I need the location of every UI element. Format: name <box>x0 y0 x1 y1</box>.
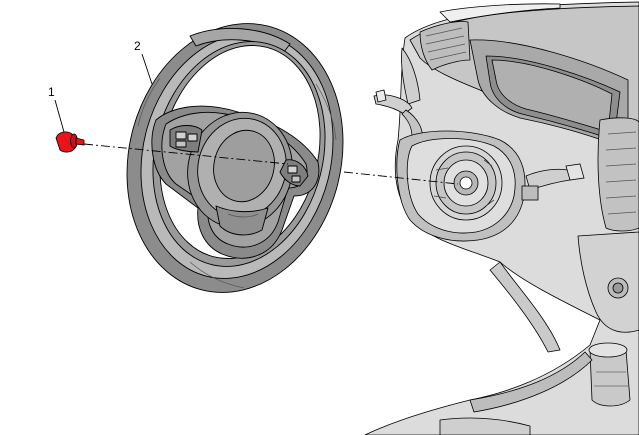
callout-2-leader <box>141 53 153 85</box>
callout-number-1: 1 <box>48 85 55 99</box>
assembly-centerline <box>83 143 289 165</box>
assembly-centerline-continued <box>343 171 459 185</box>
steering-wheel <box>126 23 344 293</box>
callout-1-leader <box>54 99 65 133</box>
steering-column <box>373 89 585 242</box>
callout-number-2: 2 <box>134 39 141 53</box>
bolt-shank <box>75 137 85 146</box>
callout-1: 1 <box>48 85 65 133</box>
callout-2: 2 <box>134 39 153 85</box>
bolt <box>55 131 85 153</box>
